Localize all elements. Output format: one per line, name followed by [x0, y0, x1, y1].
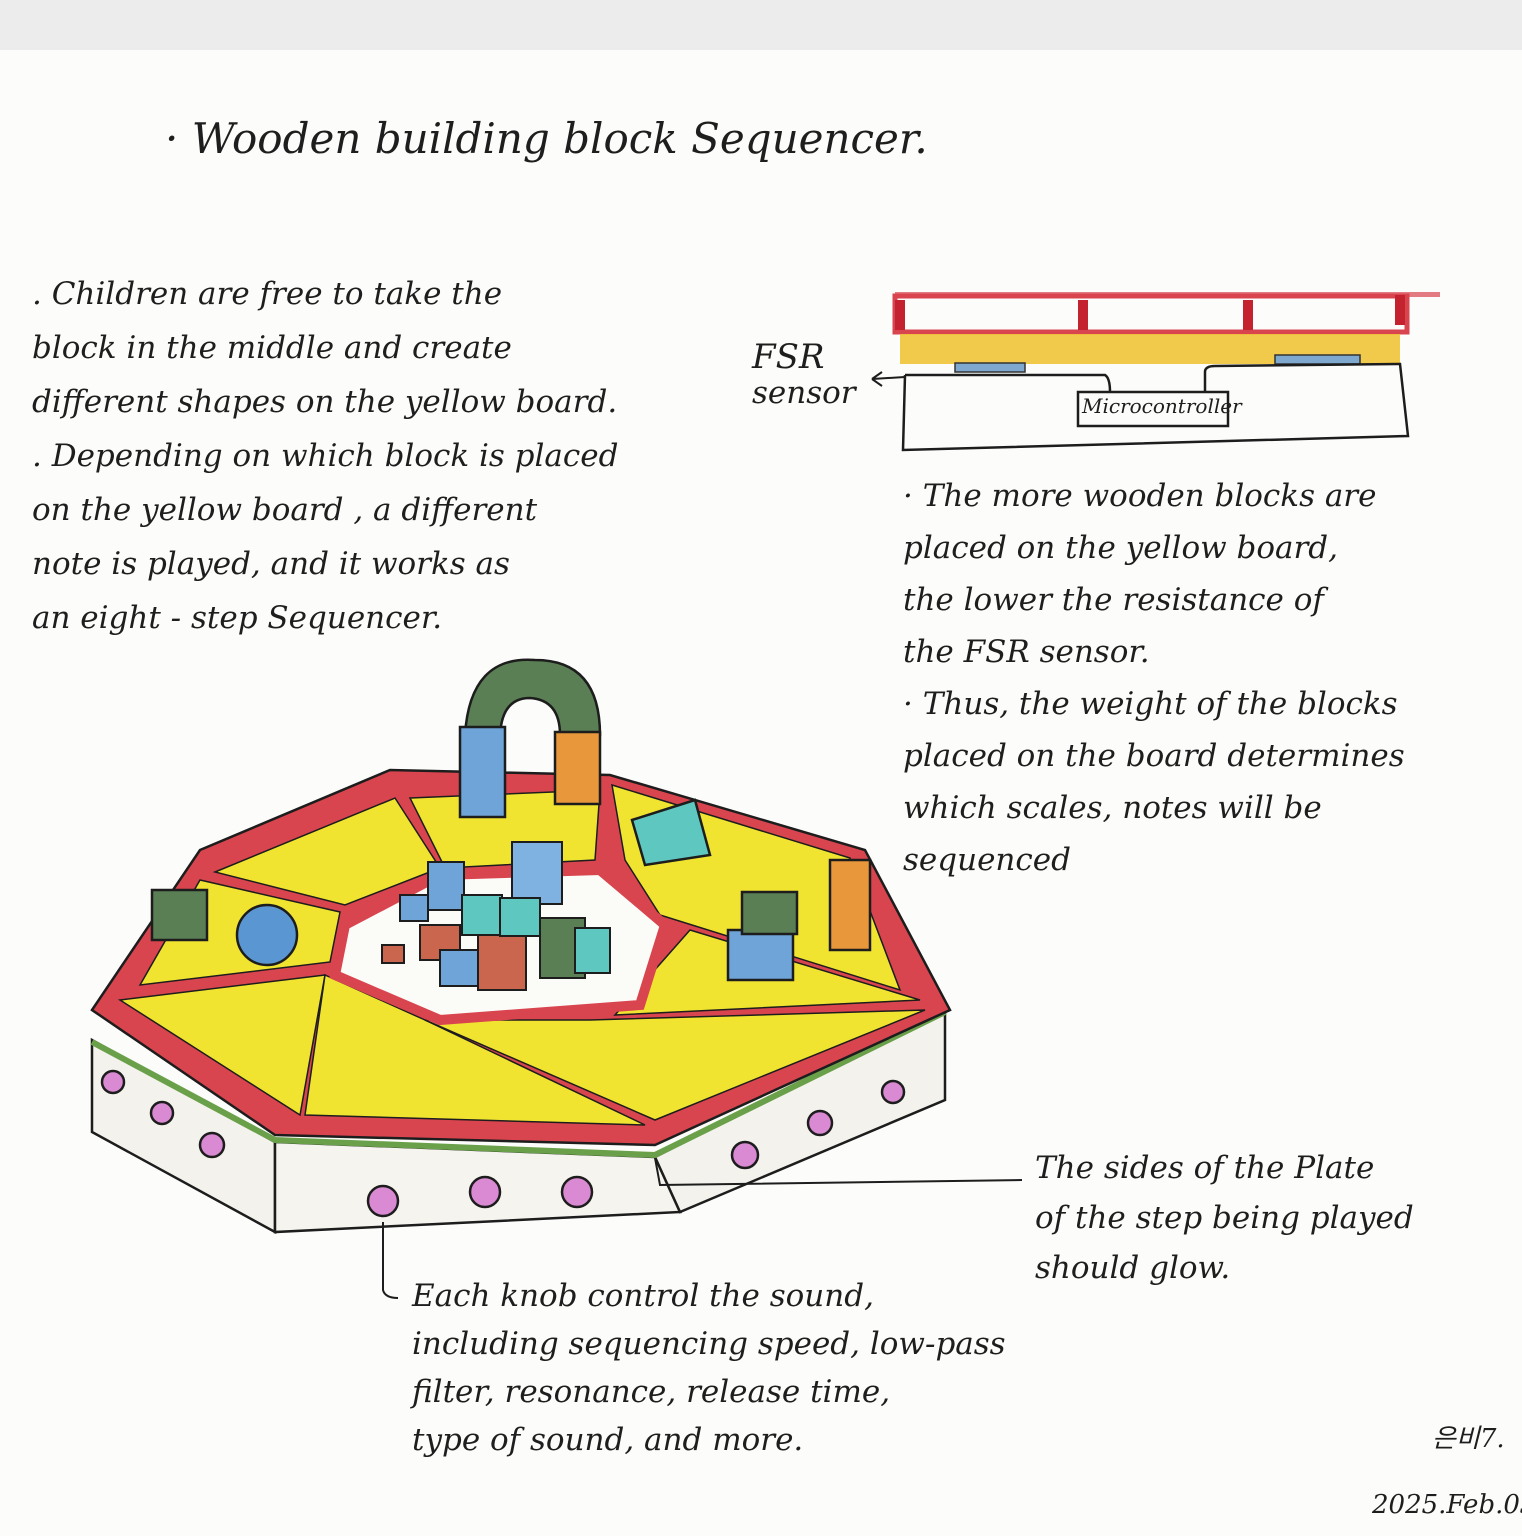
- brick-block: [478, 935, 526, 990]
- note-line: filter, resonance, release time,: [412, 1374, 1006, 1422]
- knob: [562, 1177, 592, 1207]
- page-title: · Wooden building block Sequencer.: [165, 118, 928, 160]
- red-plate-outline: [895, 296, 1407, 332]
- knob-leader-line: [383, 1222, 398, 1298]
- right-notes: · The more wooden blocks are placed on t…: [903, 478, 1405, 894]
- blue-sphere: [237, 905, 297, 965]
- note-line: note is played, and it works as: [32, 546, 618, 600]
- note-line: including sequencing speed, low-pass: [412, 1326, 1006, 1374]
- note-line: the FSR sensor.: [903, 634, 1405, 686]
- sensor-label: sensor: [752, 378, 856, 409]
- red-plate-top: [895, 292, 1440, 297]
- note-line: an eight - step Sequencer.: [32, 600, 618, 654]
- blue-block: [428, 862, 464, 910]
- fsr-sensor-left: [955, 363, 1025, 372]
- fsr-sensor-right: [1275, 355, 1360, 364]
- note-line: . Children are free to take the: [32, 276, 618, 330]
- note-line: the lower the resistance of: [903, 582, 1405, 634]
- knob: [882, 1081, 904, 1103]
- knob: [151, 1102, 173, 1124]
- red-post: [1395, 295, 1405, 325]
- note-line: which scales, notes will be: [903, 790, 1405, 842]
- note-line: sequenced: [903, 842, 1405, 894]
- red-post: [895, 300, 905, 330]
- note-line: different shapes on the yellow board.: [32, 384, 618, 438]
- red-post: [1243, 300, 1253, 330]
- teal-block: [575, 928, 610, 973]
- teal-block: [462, 895, 502, 935]
- fsr-arrow: [872, 372, 905, 386]
- orange-pillar-block: [555, 732, 600, 804]
- blue-block: [400, 895, 428, 921]
- knob: [808, 1111, 832, 1135]
- note-line: on the yellow board , a different: [32, 492, 618, 546]
- microcontroller-label: Microcontroller: [1082, 396, 1242, 416]
- note-line: placed on the yellow board,: [903, 530, 1405, 582]
- note-line: should glow.: [1035, 1250, 1414, 1300]
- knob: [102, 1071, 124, 1093]
- note-line: type of sound, and more.: [412, 1422, 1006, 1470]
- note-line: . Depending on which block is placed: [32, 438, 618, 492]
- blue-cube: [728, 930, 793, 980]
- knob: [732, 1142, 758, 1168]
- teal-block: [500, 898, 540, 936]
- cross-section-diagram: [872, 292, 1440, 450]
- note-line: block in the middle and create: [32, 330, 618, 384]
- blue-block: [440, 950, 478, 986]
- left-notes: . Children are free to take the block in…: [32, 276, 618, 654]
- signature-date: 2025.Feb.03.: [1372, 1492, 1522, 1518]
- glow-note: The sides of the Plate of the step being…: [1035, 1150, 1414, 1300]
- blue-pillar-block: [460, 727, 505, 817]
- green-cube: [742, 892, 797, 934]
- note-line: of the step being played: [1035, 1200, 1414, 1250]
- knob-note: Each knob control the sound, including s…: [412, 1278, 1006, 1470]
- knob: [470, 1177, 500, 1207]
- orange-tall-block: [830, 860, 870, 950]
- note-line: · The more wooden blocks are: [903, 478, 1405, 530]
- note-line: The sides of the Plate: [1035, 1150, 1414, 1200]
- blue-block: [512, 842, 562, 904]
- red-post: [1078, 300, 1088, 330]
- note-line: · Thus, the weight of the blocks: [903, 686, 1405, 738]
- note-line: Each knob control the sound,: [412, 1278, 1006, 1326]
- octagon-board: [92, 770, 950, 1232]
- green-cube: [152, 890, 207, 940]
- fsr-label: FSR: [752, 340, 824, 374]
- knob: [368, 1186, 398, 1216]
- note-line: placed on the board determines: [903, 738, 1405, 790]
- signature-name: 은비7.: [1432, 1426, 1505, 1452]
- knob: [200, 1133, 224, 1157]
- brick-block: [382, 945, 404, 963]
